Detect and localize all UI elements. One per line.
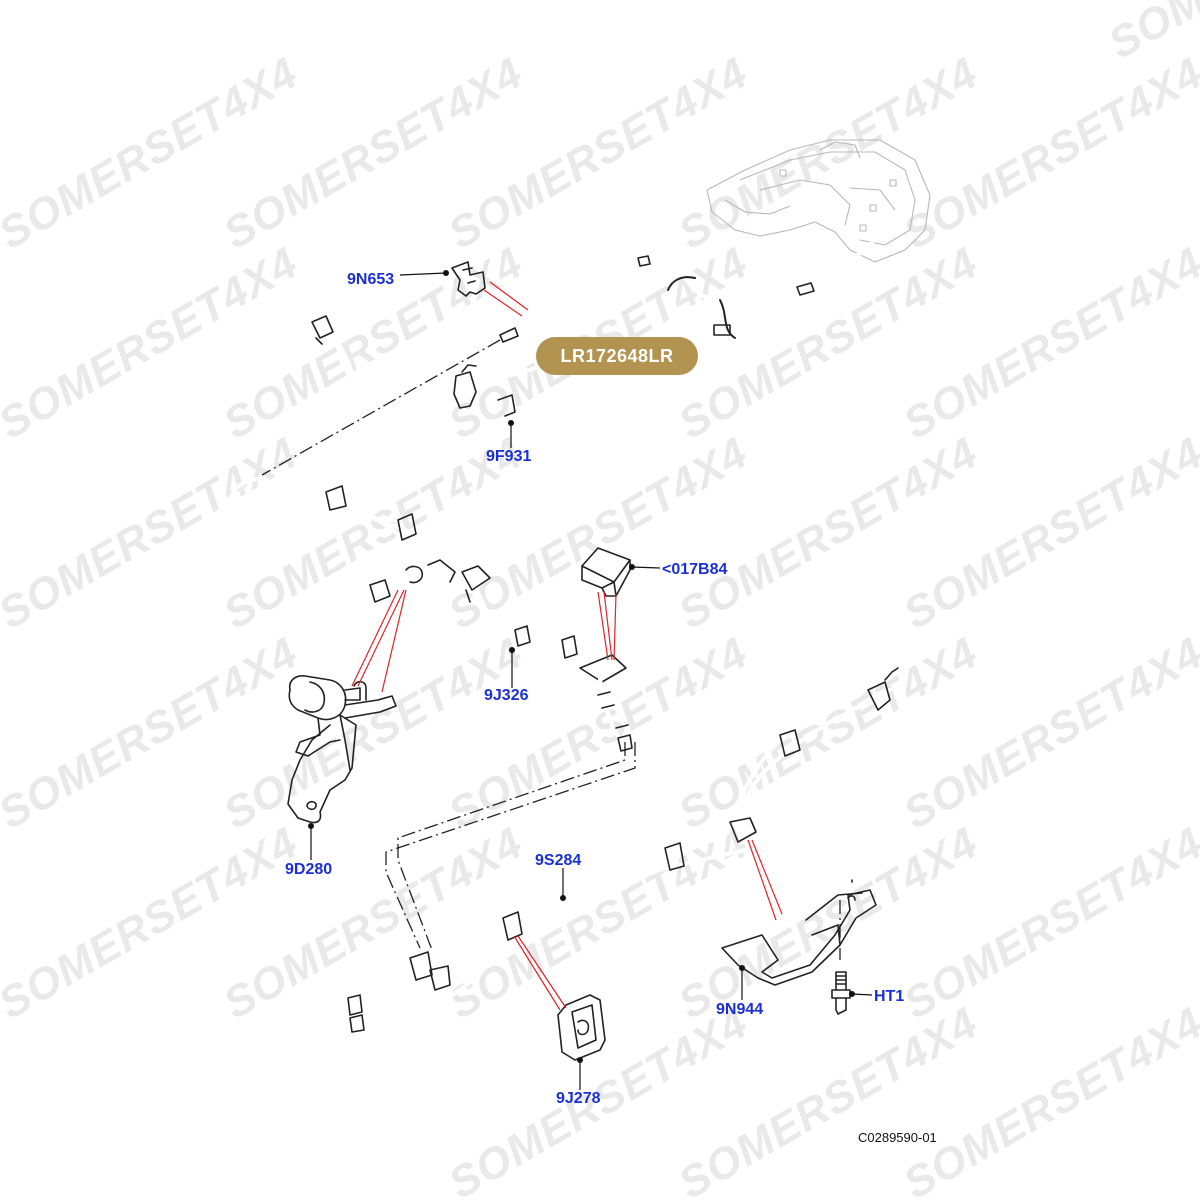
callout-label[interactable]: 9F931 bbox=[486, 448, 531, 465]
assembly-lines bbox=[261, 339, 841, 960]
callout-label[interactable]: <017B84 bbox=[662, 561, 727, 578]
callout-label[interactable]: 9J326 bbox=[484, 687, 529, 704]
leader-lines bbox=[310, 272, 873, 1090]
callout-label[interactable]: HT1 bbox=[874, 988, 904, 1005]
callout-label[interactable]: 9S284 bbox=[535, 852, 581, 869]
harness-locator bbox=[598, 240, 874, 339]
callout-label[interactable]: 9N944 bbox=[716, 1001, 763, 1018]
diagram-reference-code: C0289590-01 bbox=[858, 1130, 937, 1145]
part-HT1 bbox=[831, 971, 855, 1015]
callout-label[interactable]: 9D280 bbox=[285, 861, 332, 878]
callout-label[interactable]: 9J278 bbox=[556, 1090, 601, 1107]
part-9J326 bbox=[229, 476, 633, 752]
part-9N944 bbox=[721, 879, 877, 986]
part-017B84 bbox=[581, 547, 635, 597]
callout-label[interactable]: 9N653 bbox=[347, 271, 394, 288]
callout-labels: 9N653 9F931 <017B84 9J326 9D280 9S284 9N… bbox=[285, 271, 904, 1107]
part-9D280 bbox=[287, 675, 397, 829]
part-9J278 bbox=[557, 994, 606, 1063]
guide-lines bbox=[351, 281, 783, 1011]
part-9S284 bbox=[347, 666, 900, 1036]
fuel-tank-locator bbox=[706, 139, 931, 263]
part-number-badge: LR172648LR bbox=[536, 337, 698, 375]
part-number-label: LR172648LR bbox=[560, 345, 674, 366]
